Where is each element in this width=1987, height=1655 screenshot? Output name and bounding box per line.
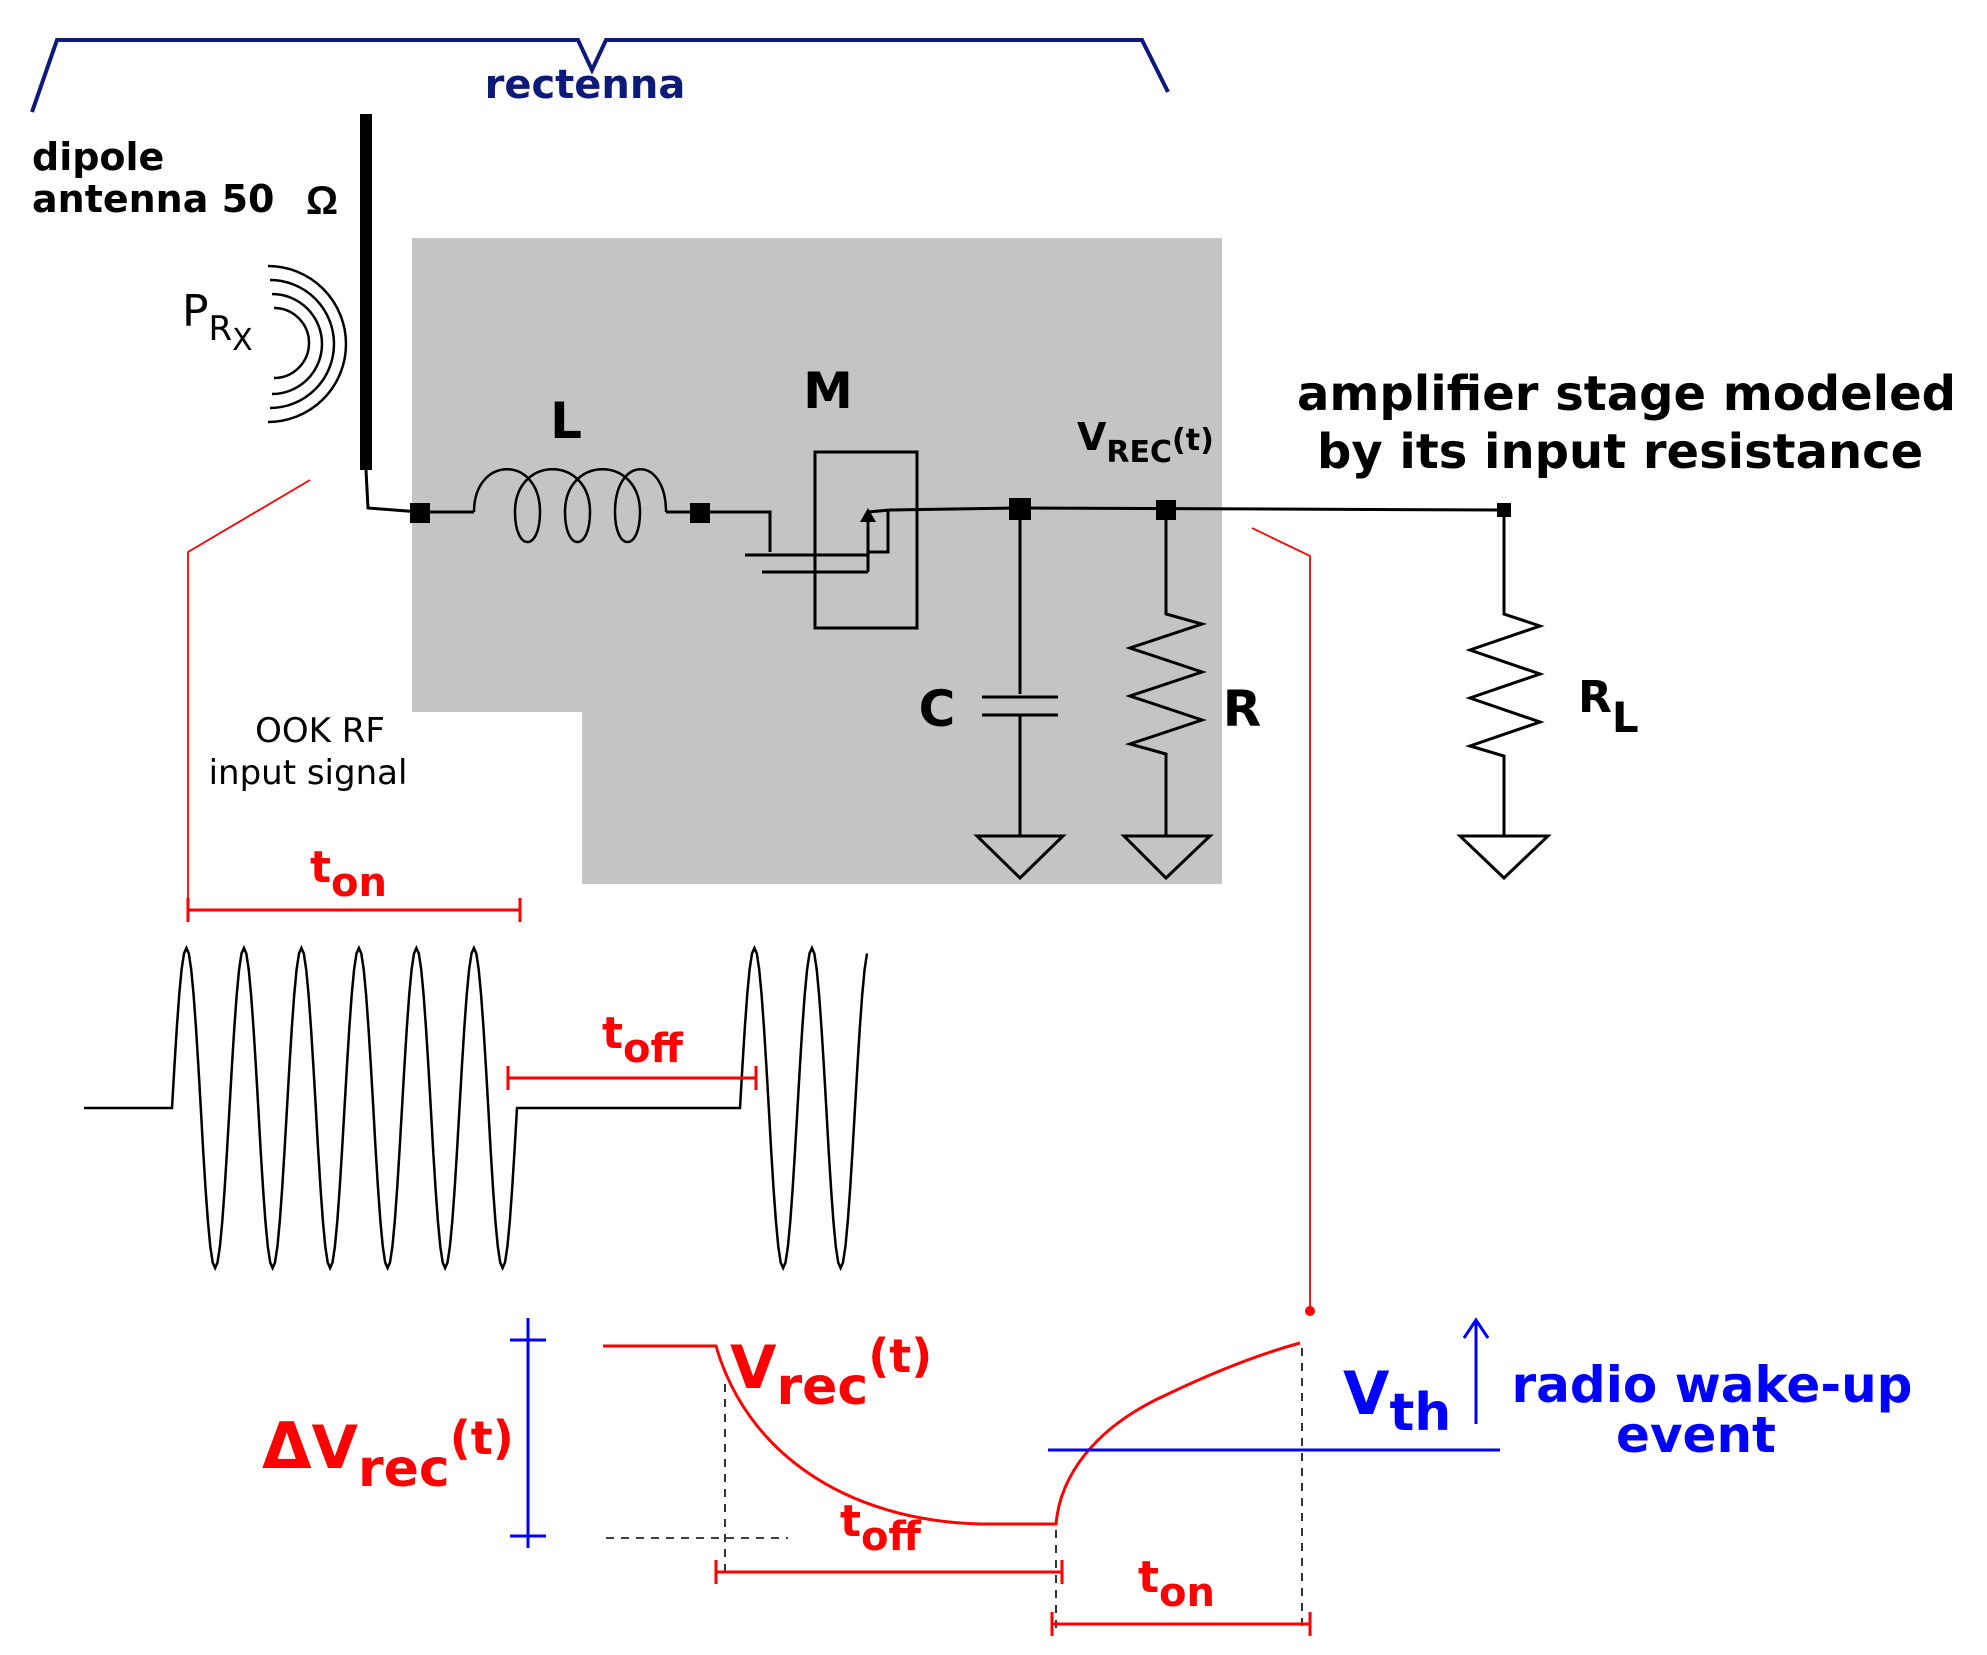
mosfet-label: M <box>803 362 853 420</box>
toff-top-main: t <box>602 1008 623 1059</box>
node-antenna <box>410 503 430 523</box>
delta-vrec-label: ΔVrec(t) <box>262 1410 514 1499</box>
wakeup-arrow-icon <box>1462 1317 1490 1424</box>
vrec-curve-main: V <box>730 1333 777 1403</box>
node-capacitor <box>1009 498 1031 520</box>
toff-label-top: toff <box>602 1008 684 1072</box>
load-resistor-icon <box>1465 512 1545 836</box>
delta-vrec-main: V <box>312 1413 359 1483</box>
dipole-label-line2: antenna 50 <box>32 177 275 221</box>
amplifier-label-line2: by its input resistance <box>1317 424 1923 480</box>
rectifier-block <box>412 238 1222 884</box>
ton-bottom-main: t <box>1138 1552 1159 1603</box>
vrec-node-sub: REC <box>1106 435 1172 470</box>
dipole-label-line1: dipole <box>32 135 164 179</box>
wire-to-output-node <box>1019 506 1501 512</box>
rectenna-label: rectenna <box>485 62 686 108</box>
toff-dimension-top <box>506 1066 758 1090</box>
load-resistor-ground-icon <box>1456 834 1552 881</box>
wire-mosfet-out <box>868 510 890 554</box>
antenna-feed-wire <box>364 469 421 514</box>
circuit-nodes <box>410 498 1511 523</box>
ton-top-main: t <box>310 842 331 893</box>
mosfet-arrow-icon <box>860 508 876 522</box>
received-power-label: PRX <box>182 286 253 358</box>
ton-label-bottom: ton <box>1138 1552 1215 1616</box>
prx-main: P <box>182 286 209 337</box>
ton-top-sub: on <box>331 860 387 906</box>
inductor-icon <box>472 468 668 544</box>
wire-to-mosfet <box>700 510 772 552</box>
vrec-node-arg: (t) <box>1172 423 1214 458</box>
resistor-r-icon <box>1124 510 1208 836</box>
vth-label: Vth <box>1343 1359 1451 1443</box>
vrec-node-main: V <box>1077 415 1107 459</box>
resistor-label: R <box>1223 680 1262 738</box>
ook-label-line2: input signal <box>209 753 408 793</box>
radio-waves-icon <box>267 264 348 424</box>
leader-line-output <box>1251 527 1311 1308</box>
wire-to-capacitor-node <box>889 506 1021 512</box>
inductor-label: L <box>550 392 582 450</box>
delta-vrec-dimension <box>510 1318 546 1548</box>
wakeup-label-line2: event <box>1616 1406 1776 1464</box>
toff-dimension-bottom <box>714 1560 1064 1584</box>
prx-sub2: X <box>232 323 253 358</box>
ohm-symbol: Ω <box>306 179 338 223</box>
prx-sub1: R <box>209 309 233 349</box>
delta-symbol: Δ <box>262 1410 312 1484</box>
ook-rf-waveform <box>84 944 869 1272</box>
node-inductor-out <box>690 503 710 523</box>
ook-label-line1: OOK RF <box>255 711 385 751</box>
leader-line-output-dot <box>1305 1306 1315 1316</box>
rectenna-brace <box>30 38 1170 113</box>
toff-bottom-main: t <box>840 1496 861 1547</box>
resistor-r-ground-icon <box>1120 834 1214 881</box>
load-resistor-label: RL <box>1578 672 1639 742</box>
toff-top-sub: off <box>623 1026 683 1072</box>
ton-bottom-sub: on <box>1159 1570 1215 1616</box>
toff-label-bottom: toff <box>840 1496 922 1560</box>
vrec-curve-sub: rec <box>776 1357 868 1417</box>
vth-main: V <box>1343 1359 1390 1429</box>
capacitor-label: C <box>919 680 956 738</box>
wakeup-label-line1: radio wake-up <box>1512 1356 1913 1414</box>
vth-sub: th <box>1389 1383 1451 1443</box>
ton-dimension-top <box>186 898 522 922</box>
load-sub: L <box>1612 693 1639 742</box>
ton-dimension-bottom <box>1050 1612 1312 1636</box>
node-load <box>1497 503 1511 517</box>
ton-label-top: ton <box>310 842 387 906</box>
amplifier-label-line1: amplifier stage modeled <box>1297 366 1956 422</box>
vrec-curve-label: Vrec(t) <box>730 1329 932 1417</box>
vrec-node-label: VREC(t) <box>1077 415 1214 470</box>
toff-bottom-sub: off <box>861 1514 921 1560</box>
node-output <box>1156 500 1176 520</box>
delta-vrec-arg: (t) <box>450 1411 514 1465</box>
load-main: R <box>1578 672 1612 723</box>
vrec-curve <box>603 1341 1301 1526</box>
vrec-curve-arg: (t) <box>868 1329 932 1383</box>
dashed-guides <box>606 1348 1303 1628</box>
capacitor-ground-icon <box>973 834 1067 881</box>
delta-vrec-sub: rec <box>358 1439 450 1499</box>
leader-line-input <box>187 479 311 910</box>
